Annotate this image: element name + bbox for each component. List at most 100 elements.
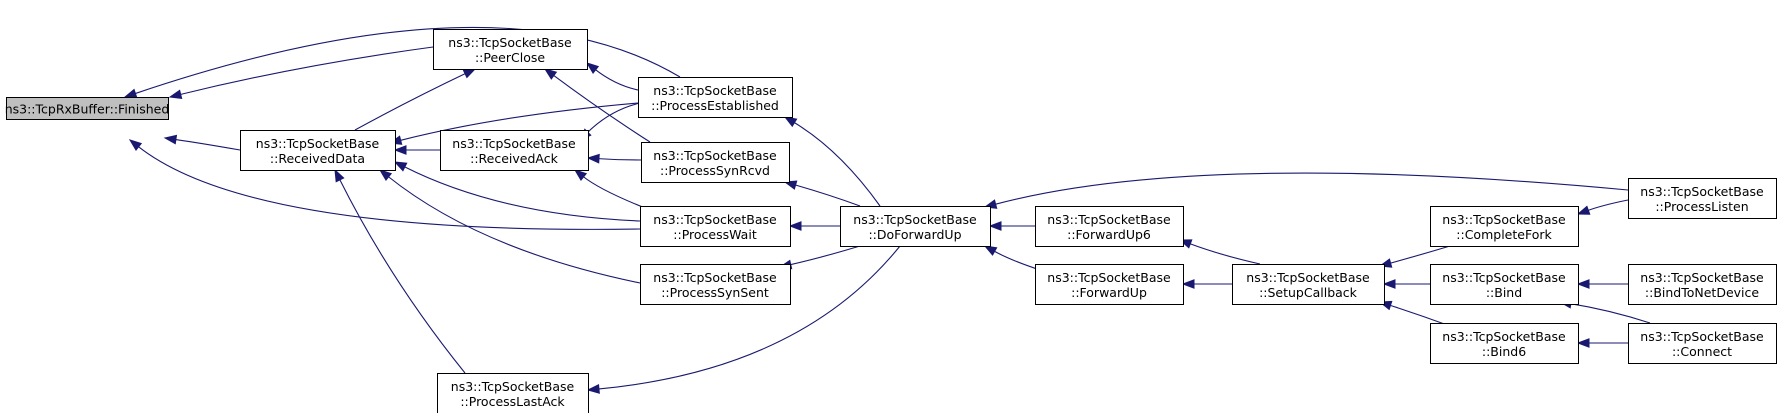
arrowhead (1576, 205, 1591, 215)
node-box (641, 142, 790, 183)
node-box (1430, 323, 1579, 364)
edge-line (594, 68, 639, 91)
edge-line (399, 102, 639, 142)
edge-processlisten-to-completefork (1576, 199, 1629, 215)
edge-setupcallback-to-forwardup6 (1178, 239, 1261, 265)
node-completefork[interactable]: ns3::TcpSocketBase::CompleteFork (1430, 206, 1579, 247)
node-label-line: ::SetupCallback (1259, 285, 1358, 300)
edge-bindtonetdevice-to-bind (1576, 279, 1628, 289)
node-label-line: ::PeerClose (475, 50, 545, 65)
edge-doforwardup-to-processsynrcvd (783, 180, 861, 207)
arrowhead (586, 384, 600, 394)
node-connect[interactable]: ns3::TcpSocketBase::Connect (1628, 323, 1777, 364)
arrowhead (393, 161, 408, 172)
node-label-line: ::DoForwardUp (868, 227, 961, 242)
node-box (1035, 264, 1184, 305)
node-receivedack[interactable]: ns3::TcpSocketBase::ReceivedAck (440, 130, 589, 171)
node-label-line: ns3::TcpSocketBase (448, 35, 572, 50)
node-label-line: ns3::TcpSocketBase (1047, 270, 1171, 285)
node-label-line: ::ProcessWait (673, 227, 757, 242)
node-box (1628, 178, 1777, 219)
node-label-line: ns3::TcpSocketBase (1047, 212, 1171, 227)
edge-processlisten-to-doforwardup (983, 172, 1629, 209)
edge-receiveddata-to-peerclose (354, 68, 477, 131)
node-label-line: ::Connect (1672, 344, 1732, 359)
edge-forwardup-to-doforwardup (983, 245, 1041, 271)
node-label-line: ::Bind (1486, 285, 1522, 300)
node-label-line: ns3::TcpSocketBase (1442, 212, 1566, 227)
node-box (440, 130, 589, 171)
node-processwait[interactable]: ns3::TcpSocketBase::ProcessWait (640, 206, 791, 247)
node-processsynrcvd[interactable]: ns3::TcpSocketBase::ProcessSynRcvd (641, 142, 790, 183)
node-label-line: ::CompleteFork (1456, 227, 1552, 242)
edge-line (354, 72, 467, 131)
node-label-line: ns3::TcpSocketBase (653, 270, 777, 285)
arrowhead (163, 134, 178, 145)
node-label-line: ns3::TcpSocketBase (1640, 329, 1764, 344)
node-label-line: ::ProcessLastAck (460, 394, 565, 409)
edge-line (137, 145, 641, 230)
edge-line (994, 172, 1629, 205)
edge-line (1587, 199, 1629, 212)
edge-receiveddata-to-finished (163, 134, 241, 151)
edge-processlastack-to-receiveddata (334, 168, 466, 374)
node-processestablished[interactable]: ns3::TcpSocketBase::ProcessEstablished (638, 77, 793, 118)
node-box (840, 206, 991, 247)
arrowhead (1576, 279, 1590, 289)
node-processlisten[interactable]: ns3::TcpSocketBase::ProcessListen (1628, 178, 1777, 219)
node-box (6, 97, 169, 120)
node-box (433, 29, 588, 70)
node-peerclose[interactable]: ns3::TcpSocketBase::PeerClose (433, 29, 588, 70)
node-forwardup6[interactable]: ns3::TcpSocketBase::ForwardUp6 (1035, 206, 1184, 247)
node-label-line: ns3::TcpSocketBase (1442, 329, 1566, 344)
node-box (1430, 206, 1579, 247)
node-label-line: ::ForwardUp6 (1067, 227, 1151, 242)
node-box (1628, 264, 1777, 305)
edge-processwait-to-finished (128, 139, 641, 230)
node-receiveddata[interactable]: ns3::TcpSocketBase::ReceivedData (240, 130, 396, 171)
edge-bind-to-setupcallback (1382, 279, 1430, 289)
node-label-line: ::ReceivedAck (470, 151, 558, 166)
edge-line (993, 250, 1041, 271)
arrowhead (378, 169, 393, 182)
edge-processestablished-to-peerclose (585, 62, 639, 91)
edge-receivedack-to-receiveddata (393, 145, 441, 155)
node-label-line: ns3::TcpRxBuffer::Finished (5, 102, 170, 117)
arrowhead (168, 89, 183, 100)
node-bindtonetdevice[interactable]: ns3::TcpSocketBase::BindToNetDevice (1628, 264, 1777, 305)
node-setupcallback[interactable]: ns3::TcpSocketBase::SetupCallback (1232, 264, 1385, 305)
edge-processwait-to-receiveddata (393, 161, 641, 222)
edge-line (552, 74, 651, 143)
node-finished[interactable]: ns3::TcpRxBuffer::Finished (5, 97, 170, 120)
node-forwardup[interactable]: ns3::TcpSocketBase::ForwardUp (1035, 264, 1184, 305)
arrowhead (462, 68, 477, 79)
node-box (1232, 264, 1385, 305)
node-bind6[interactable]: ns3::TcpSocketBase::Bind6 (1430, 323, 1579, 364)
edge-line (1569, 303, 1651, 324)
edge-line (134, 26, 681, 95)
arrowhead (543, 68, 558, 80)
node-box (1035, 206, 1184, 247)
node-doforwardup[interactable]: ns3::TcpSocketBase::DoForwardUp (840, 206, 991, 247)
nodes-layer: ns3::TcpRxBuffer::Finishedns3::TcpSocket… (5, 29, 1777, 413)
arrowhead (128, 139, 143, 152)
edge-connect-to-bind6 (1576, 338, 1628, 348)
edge-peerclose-to-finished (168, 46, 434, 100)
node-processsynsent[interactable]: ns3::TcpSocketBase::ProcessSynSent (640, 264, 791, 305)
node-processlastack[interactable]: ns3::TcpSocketBase::ProcessLastAck (437, 373, 589, 413)
node-label-line: ns3::TcpSocketBase (653, 83, 777, 98)
edge-bind6-to-setupcallback (1378, 300, 1451, 327)
edge-processestablished-to-finished (123, 26, 681, 98)
edge-line (403, 166, 641, 222)
node-box (638, 77, 793, 118)
edge-processwait-to-receivedack (573, 169, 646, 209)
node-box (437, 373, 589, 413)
edge-line (597, 158, 642, 161)
edge-line (789, 245, 861, 266)
node-bind[interactable]: ns3::TcpSocketBase::Bind (1430, 264, 1579, 305)
node-label-line: ns3::TcpSocketBase (853, 212, 977, 227)
node-label-line: ns3::TcpSocketBase (256, 136, 380, 151)
edge-doforwardup-to-processestablished (783, 116, 881, 207)
arrowhead (988, 221, 1002, 231)
